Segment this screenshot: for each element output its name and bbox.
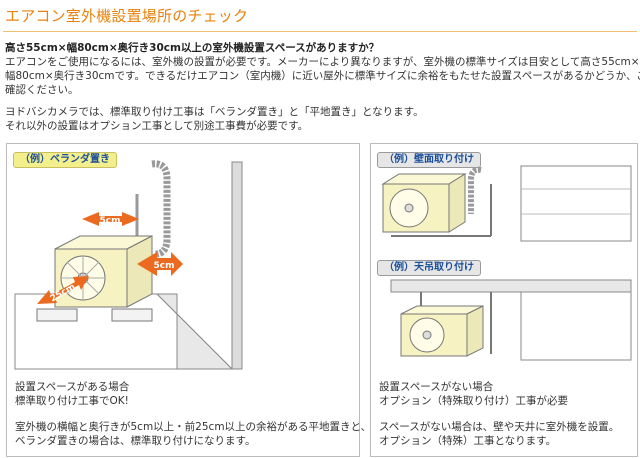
intro-note: ヨドバシカメラでは、標準取り付け工事は「ベランダ置き」と「平地置き」となります。… <box>5 105 424 133</box>
fan-hub <box>422 330 432 340</box>
title-divider <box>3 31 637 32</box>
special-caption: 設置スペースがない場合 オプション（特殊取り付け）工事が必要 <box>379 380 568 408</box>
ceiling-slab <box>390 279 632 293</box>
dimension-label-side: 5cm <box>154 261 175 271</box>
base-block <box>111 308 153 322</box>
outdoor-unit-side <box>466 305 484 357</box>
intro-body-line: エアコンをご使用になるには、室外機の設置が必要です。メーカーにより異なりますが、… <box>5 56 640 68</box>
veranda-example-panel: （例）ベランダ置き 5cm 5cm 25cm 設置スペースがある場合 標準取り付 <box>6 143 371 457</box>
intro-note-line: ヨドバシカメラでは、標準取り付け工事は「ベランダ置き」と「平地置き」となります。 <box>5 106 424 118</box>
intro-note-line: それ以外の設置はオプション工事として別途工事費が必要です。 <box>5 120 309 132</box>
intro-question: 高さ55cm×幅80cm×奥行き30cm以上の室外機設置スペースがありますか？ <box>5 42 380 54</box>
ceiling-mount-illustration <box>390 279 632 361</box>
intro-body: エアコンをご使用になるには、室外機の設置が必要です。メーカーにより異なりますが、… <box>5 55 640 97</box>
dimension-label-top: 5cm <box>100 216 121 226</box>
outdoor-unit-side <box>126 235 153 308</box>
ceiling-mount-tag: （例）天吊取り付け <box>377 260 481 276</box>
refrigerant-pipe <box>468 166 482 214</box>
refrigerant-pipe <box>151 160 171 258</box>
page-title: エアコン室外機設置場所のチェック <box>5 7 249 25</box>
dimension-arrow-top <box>82 212 139 226</box>
wall-mount-tag: （例）壁面取り付け <box>377 152 481 168</box>
special-install-panel: （例）壁面取り付け （例）天吊取り付け 設置スペースがない場合 オプション（特殊… <box>370 143 638 457</box>
balcony-wall <box>155 293 234 370</box>
veranda-tag: （例）ベランダ置き <box>13 152 117 168</box>
base-block <box>36 308 78 322</box>
building-wall <box>520 165 632 242</box>
balcony-wall-side <box>231 161 243 370</box>
description-line: 室外機の横幅と奥行きが5cm以上・前25cm以上の余裕がある平地置きと、 <box>15 421 372 433</box>
dimension-arrow-side <box>137 252 183 276</box>
intro-body-line: 幅80cm×奥行き30cmです。できるだけエアコン（室内機）に近い屋外に標準サイ… <box>5 70 640 82</box>
outdoor-unit-side <box>448 173 466 233</box>
caption-line: 設置スペースがある場合 <box>15 381 130 393</box>
wall-mount-illustration <box>381 165 632 242</box>
description-line: オプション（特殊）工事となります。 <box>379 435 557 447</box>
veranda-illustration: 5cm 5cm 25cm <box>14 160 243 370</box>
building-wall <box>520 291 632 361</box>
fan-hub <box>404 203 414 213</box>
veranda-caption: 設置スペースがある場合 標準取り付け工事でOK! <box>15 380 129 408</box>
special-description: スペースがない場合は、壁や天井に室外機を設置。 オプション（特殊）工事となります… <box>379 420 619 448</box>
caption-line: 設置スペースがない場合 <box>379 381 494 393</box>
veranda-description: 室外機の横幅と奥行きが5cm以上・前25cm以上の余裕がある平地置きと、 ベラン… <box>15 420 371 448</box>
description-line: スペースがない場合は、壁や天井に室外機を設置。 <box>379 421 620 433</box>
intro-body-line: 確認ください。 <box>5 84 79 96</box>
dimension-arrow-front <box>37 276 89 304</box>
description-line: ベランダ置きの場合は、標準取り付けになります。 <box>15 435 256 447</box>
caption-line: 標準取り付け工事でOK! <box>15 395 129 407</box>
caption-line: オプション（特殊取り付け）工事が必要 <box>379 395 568 407</box>
